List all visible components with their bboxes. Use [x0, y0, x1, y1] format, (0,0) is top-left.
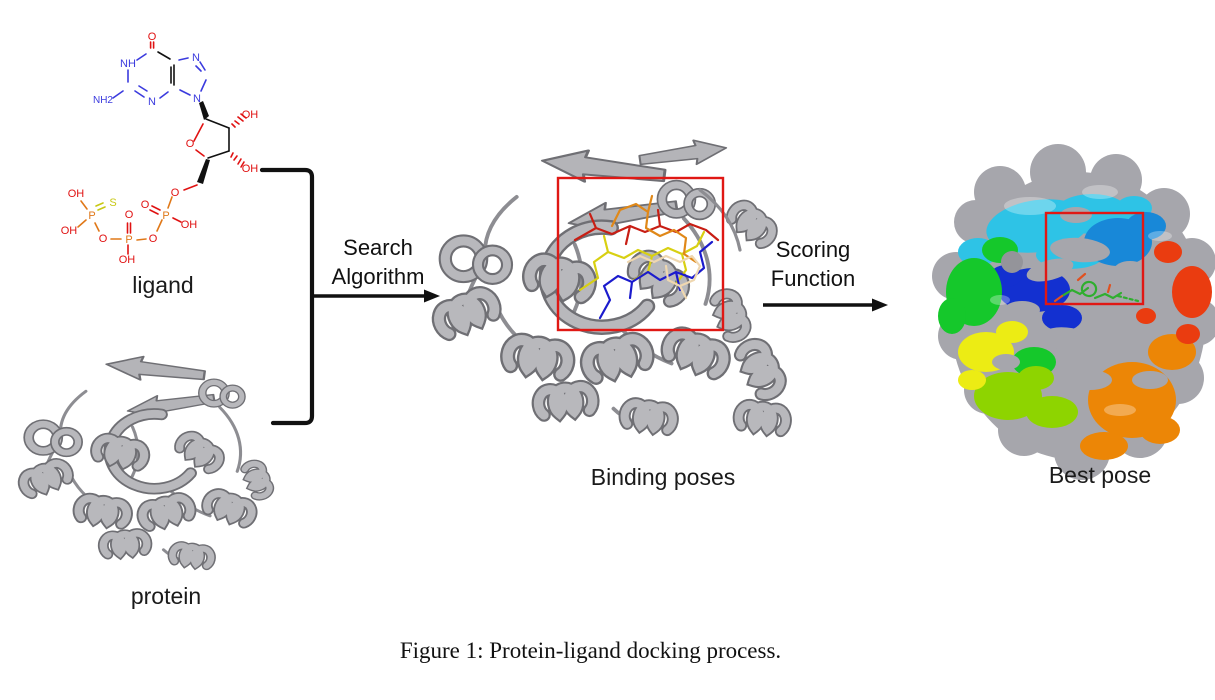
atom-label: O	[125, 209, 134, 221]
figure-caption: Figure 1: Protein-ligand docking process…	[399, 638, 782, 663]
ligand-label: ligand	[132, 272, 194, 298]
scoring-function-line2: Function	[770, 266, 856, 291]
atom-labels: O NH N N N NH2 OH O OH O P O OH O P O OH…	[61, 31, 259, 266]
atom-label: O	[141, 199, 150, 211]
surface-patch-red	[1136, 241, 1212, 344]
atom-label: OH	[61, 225, 78, 237]
pose-stick	[626, 254, 702, 300]
scoring-function-line1: Scoring	[775, 237, 851, 262]
atom-label: OH	[242, 109, 259, 121]
surface-gray-web	[992, 207, 1168, 390]
search-algorithm-label: Search Algorithm	[308, 233, 448, 291]
surface-patch-chartreuse	[974, 366, 1078, 428]
atom-label: OH	[119, 254, 136, 266]
search-algorithm-line2: Algorithm	[331, 264, 425, 289]
protein-label: protein	[130, 583, 202, 609]
surface-pocket-hole	[1001, 251, 1023, 273]
carbon-bonds	[157, 51, 230, 159]
atom-label: O	[171, 187, 180, 199]
atom-label: O	[186, 138, 195, 150]
atom-label: OH	[242, 163, 259, 175]
ligand-structure: O NH N N N NH2 OH O OH O P O OH O P O OH…	[61, 31, 259, 266]
pose-stick	[610, 194, 698, 264]
atom-label: NH2	[93, 95, 113, 106]
atom-label: O	[148, 31, 157, 43]
atom-label: P	[125, 234, 132, 246]
atom-label: N	[192, 52, 200, 64]
pose-stick	[578, 230, 706, 292]
atom-label: O	[149, 233, 158, 245]
atom-label: S	[109, 197, 116, 209]
input-bracket	[259, 167, 315, 426]
wedge-bonds	[197, 101, 210, 184]
atom-label: P	[88, 210, 95, 222]
best-pose-surface	[932, 144, 1215, 480]
ligand-stick	[1060, 280, 1123, 300]
atom-label: N	[148, 96, 156, 108]
scoring-arrow-icon	[763, 298, 888, 312]
atom-label: N	[193, 93, 201, 105]
oxygen-bonds	[126, 41, 247, 255]
atom-label: P	[162, 210, 169, 222]
phosphate-bonds	[77, 196, 173, 241]
surface-patch-green	[938, 237, 1056, 377]
pose-stick	[573, 208, 720, 246]
search-arrow-icon	[312, 289, 440, 303]
atom-label: NH	[120, 58, 136, 70]
nitrogen-bonds	[112, 53, 207, 99]
scoring-function-label: Scoring Function	[743, 235, 883, 293]
atom-label: OH	[181, 219, 198, 231]
binding-pose-sticks	[573, 194, 720, 320]
best-pose-box	[1044, 211, 1145, 306]
ligand-stick-accent	[1053, 272, 1112, 303]
surface-highlights	[990, 185, 1172, 416]
protein-cartoon	[20, 353, 272, 567]
best-pose-ligand-sticks	[1053, 272, 1140, 303]
best-pose-label: Best pose	[1048, 462, 1152, 488]
binding-poses-label: Binding poses	[590, 464, 736, 490]
binding-poses-cartoon	[434, 134, 787, 432]
binding-site-box	[556, 176, 725, 332]
atom-label: OH	[68, 188, 85, 200]
atom-label: O	[99, 233, 108, 245]
ligand-stick-dashed	[1116, 294, 1140, 303]
sulfur-bonds	[95, 202, 106, 211]
search-algorithm-line1: Search	[343, 235, 413, 260]
surface-patch-orange	[1080, 334, 1196, 460]
